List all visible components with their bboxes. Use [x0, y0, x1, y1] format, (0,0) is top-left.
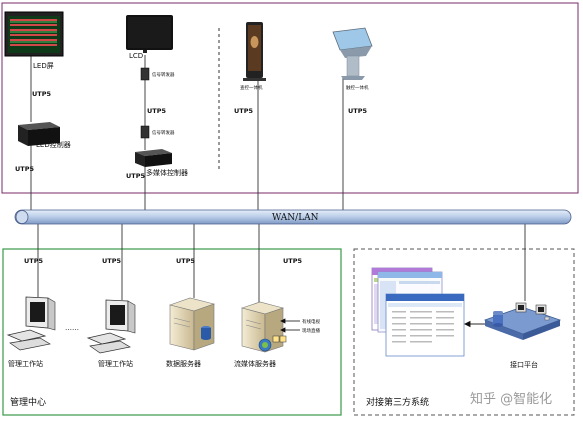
wan-lan-bus: WAN/LAN: [14, 209, 572, 225]
db-server-label: 数据服务器: [166, 359, 201, 368]
interface-platform: [483, 302, 562, 340]
touch-kiosk: [332, 27, 373, 80]
kiosk-display: [243, 22, 266, 81]
signal-converter-2: [140, 125, 150, 139]
workstation-2: [86, 299, 136, 354]
bus-label: WAN/LAN: [272, 213, 319, 223]
signal-converter-1-label: 信号转发器: [152, 71, 175, 78]
mgmt-center-border: [2, 248, 342, 416]
workstation-1: [6, 296, 56, 351]
kiosk-display-label: 查控一体机: [240, 84, 263, 91]
stream-server: [240, 301, 287, 353]
stream-server-label: 流媒体服务器: [234, 359, 276, 368]
utp-label: UTP5: [32, 90, 51, 98]
mgmt-center-label: 管理中心: [10, 396, 46, 408]
multimedia-controller-label: 多媒体控制器: [146, 168, 188, 177]
third-party-border: [353, 248, 575, 416]
led-screen-label: LED屏: [33, 62, 54, 70]
workstation-1-label: 管理工作站: [8, 359, 43, 368]
utp-label: UTP5: [102, 257, 121, 265]
signal-converter-2-label: 信号转发器: [152, 129, 175, 136]
live-broadcast-label: 现场直播: [302, 327, 320, 334]
third-party-software-screens: [371, 267, 465, 357]
lcd-display: [126, 15, 173, 53]
multimedia-controller: [135, 149, 172, 167]
led-screen: [4, 11, 64, 57]
cable-tv-label: 有线电视: [302, 318, 320, 325]
signal-converter-1: [140, 67, 150, 81]
third-party-label: 对接第三方系统: [366, 396, 429, 408]
interface-platform-label: 接口平台: [510, 360, 538, 369]
led-controller-label: LED控制器: [36, 140, 71, 149]
utp-label: UTP5: [24, 257, 43, 265]
utp-label: UTP5: [176, 257, 195, 265]
db-server: [168, 297, 216, 351]
utp-label: UTP5: [283, 257, 302, 265]
utp-label: UTP5: [147, 107, 166, 115]
touch-kiosk-label: 触控一体机: [346, 84, 369, 91]
watermark: 知乎 @智能化: [470, 391, 552, 407]
utp-label: UTP5: [234, 107, 253, 115]
led-controller: [18, 122, 60, 146]
lcd-label: LCD: [129, 52, 143, 60]
utp-label: UTP5: [348, 107, 367, 115]
workstation-2-label: 管理工作站: [98, 359, 133, 368]
ellipsis-dots: ……: [65, 324, 79, 332]
utp-label: UTP5: [15, 165, 34, 173]
utp-label: UTP5: [126, 172, 145, 180]
display-area-border: [1, 2, 579, 194]
